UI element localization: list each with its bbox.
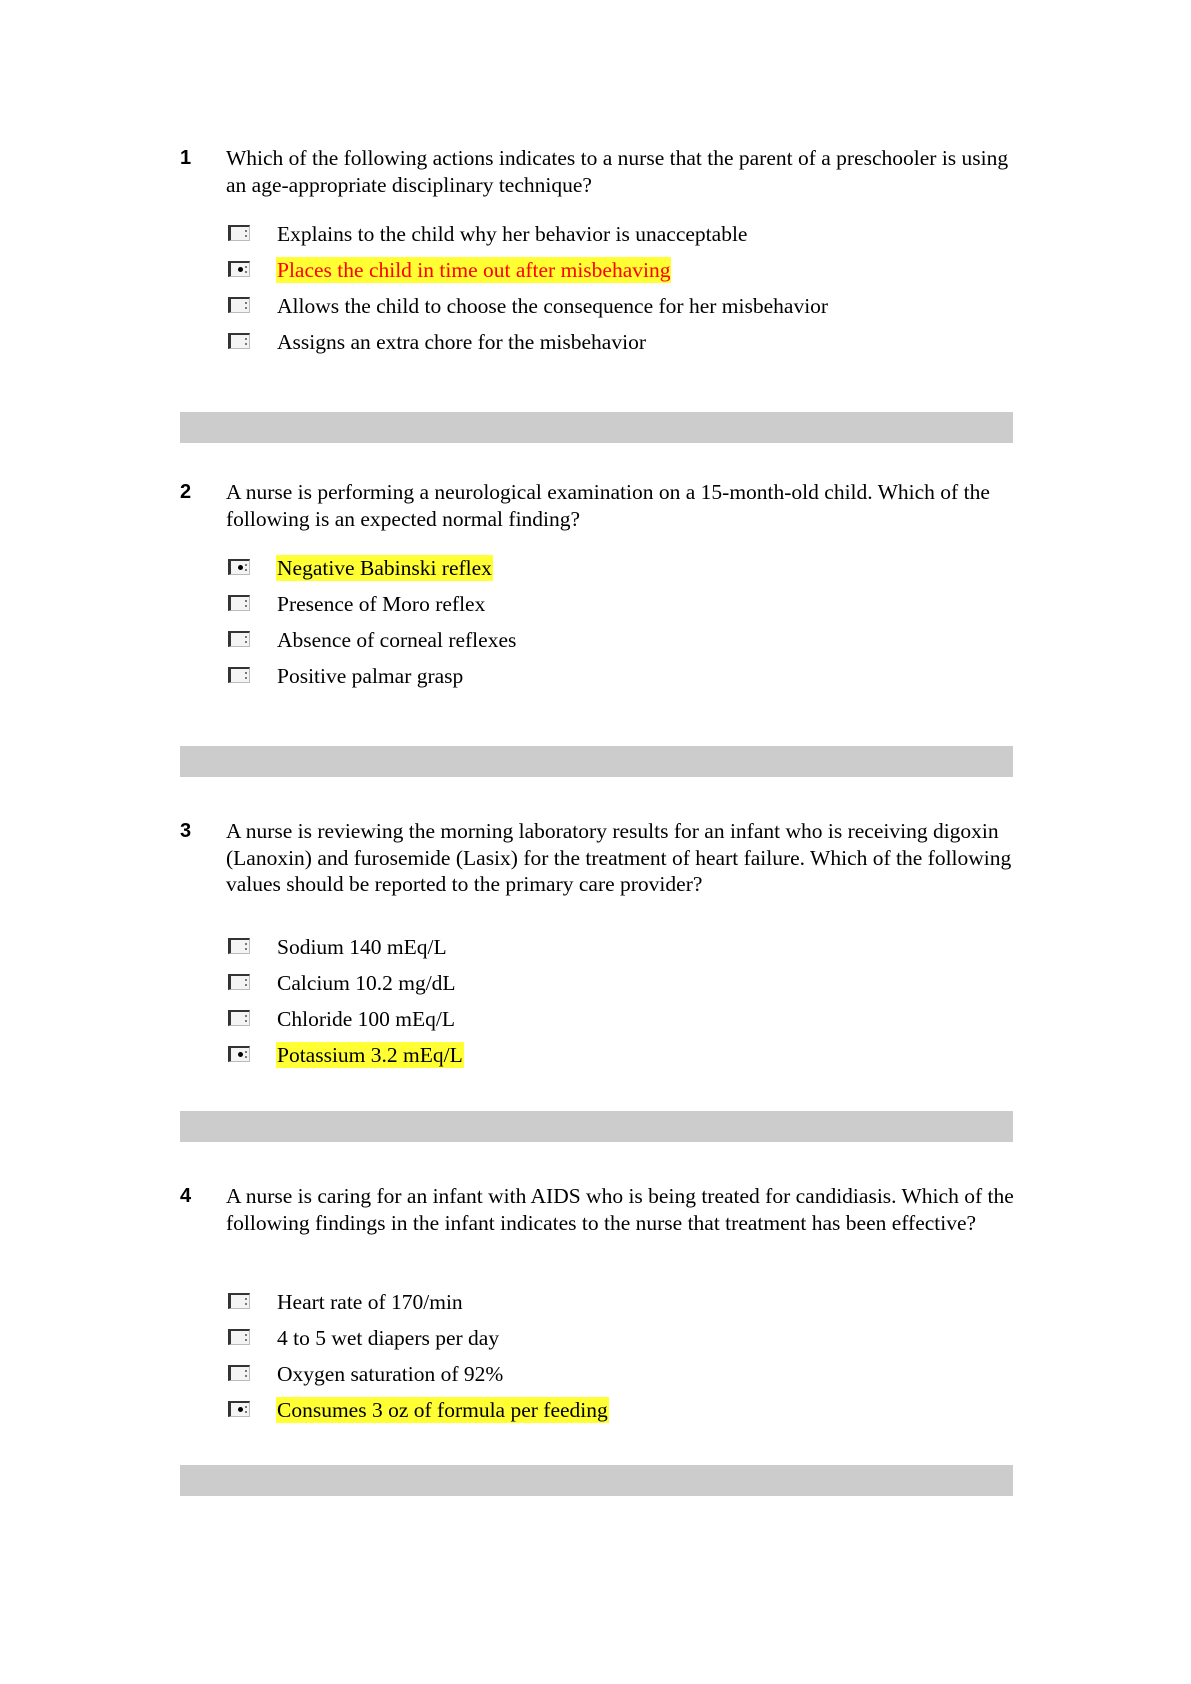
radio-button-icon[interactable] — [228, 595, 250, 611]
question-number: 2 — [180, 481, 192, 503]
answer-option-selected[interactable]: Potassium 3.2 mEq/L — [228, 1042, 1016, 1078]
radio-button-icon[interactable] — [228, 1010, 250, 1026]
radio-button-selected-icon[interactable] — [228, 559, 250, 575]
radio-button-icon[interactable] — [228, 631, 250, 647]
answer-option[interactable]: Sodium 140 mEq/L — [228, 934, 1016, 970]
answer-label-highlighted: Potassium 3.2 mEq/L — [276, 1042, 464, 1068]
question-text: A nurse is reviewing the morning laborat… — [226, 819, 1012, 896]
answer-options: Sodium 140 mEq/L Calcium 10.2 mg/dL Chlo… — [228, 934, 1016, 1078]
radio-button-icon[interactable] — [228, 225, 250, 241]
radio-button-icon[interactable] — [228, 333, 250, 349]
answer-label-highlighted: Negative Babinski reflex — [276, 555, 493, 581]
question-separator — [180, 746, 1013, 777]
radio-button-icon[interactable] — [228, 297, 250, 313]
radio-button-icon[interactable] — [228, 974, 250, 990]
answer-label: 4 to 5 wet diapers per day — [277, 1326, 500, 1350]
answer-options: Negative Babinski reflex Presence of Mor… — [228, 555, 1016, 699]
radio-button-selected-icon[interactable] — [228, 261, 250, 277]
answer-option[interactable]: Presence of Moro reflex — [228, 591, 1016, 627]
answer-option[interactable]: Absence of corneal reflexes — [228, 627, 1016, 663]
question-text: Which of the following actions indicates… — [226, 146, 1009, 197]
answer-option[interactable]: Heart rate of 170/min — [228, 1289, 1016, 1325]
answer-option[interactable]: 4 to 5 wet diapers per day — [228, 1325, 1016, 1361]
radio-button-icon[interactable] — [228, 1293, 250, 1309]
answer-label: Heart rate of 170/min — [277, 1290, 463, 1314]
answer-label: Calcium 10.2 mg/dL — [277, 971, 456, 995]
question-number: 4 — [180, 1185, 192, 1207]
answer-option[interactable]: Positive palmar grasp — [228, 663, 1016, 699]
question-separator — [180, 1111, 1013, 1142]
question-text: A nurse is performing a neurological exa… — [226, 480, 990, 531]
answer-options: Explains to the child why her behavior i… — [228, 221, 1016, 365]
answer-option-selected[interactable]: Consumes 3 oz of formula per feeding — [228, 1397, 1016, 1433]
answer-option-selected[interactable]: Places the child in time out after misbe… — [228, 257, 1016, 293]
answer-option[interactable]: Oxygen saturation of 92% — [228, 1361, 1016, 1397]
answer-option[interactable]: Allows the child to choose the consequen… — [228, 293, 1016, 329]
radio-button-icon[interactable] — [228, 1365, 250, 1381]
radio-button-selected-icon[interactable] — [228, 1046, 250, 1062]
answer-options: Heart rate of 170/min 4 to 5 wet diapers… — [228, 1289, 1016, 1433]
answer-option[interactable]: Assigns an extra chore for the misbehavi… — [228, 329, 1016, 365]
radio-button-icon[interactable] — [228, 938, 250, 954]
answer-label: Chloride 100 mEq/L — [277, 1007, 455, 1031]
answer-label: Presence of Moro reflex — [277, 592, 486, 616]
answer-label-highlighted: Places the child in time out after misbe… — [276, 257, 672, 283]
answer-label: Sodium 140 mEq/L — [277, 935, 447, 959]
radio-button-icon[interactable] — [228, 1329, 250, 1345]
answer-label-highlighted: Consumes 3 oz of formula per feeding — [276, 1397, 609, 1423]
answer-option-selected[interactable]: Negative Babinski reflex — [228, 555, 1016, 591]
answer-label: Allows the child to choose the consequen… — [277, 294, 829, 318]
answer-label: Assigns an extra chore for the misbehavi… — [277, 330, 646, 354]
answer-label: Positive palmar grasp — [277, 664, 464, 688]
radio-button-selected-icon[interactable] — [228, 1401, 250, 1417]
answer-label: Explains to the child why her behavior i… — [277, 222, 748, 246]
question-number: 1 — [180, 147, 192, 169]
question-separator — [180, 1465, 1013, 1496]
answer-label: Absence of corneal reflexes — [277, 628, 517, 652]
question-number: 3 — [180, 820, 192, 842]
question-text: A nurse is caring for an infant with AID… — [226, 1184, 1014, 1235]
answer-option[interactable]: Calcium 10.2 mg/dL — [228, 970, 1016, 1006]
question-separator — [180, 412, 1013, 443]
answer-option[interactable]: Explains to the child why her behavior i… — [228, 221, 1016, 257]
radio-button-icon[interactable] — [228, 667, 250, 683]
answer-label: Oxygen saturation of 92% — [277, 1362, 504, 1386]
answer-option[interactable]: Chloride 100 mEq/L — [228, 1006, 1016, 1042]
